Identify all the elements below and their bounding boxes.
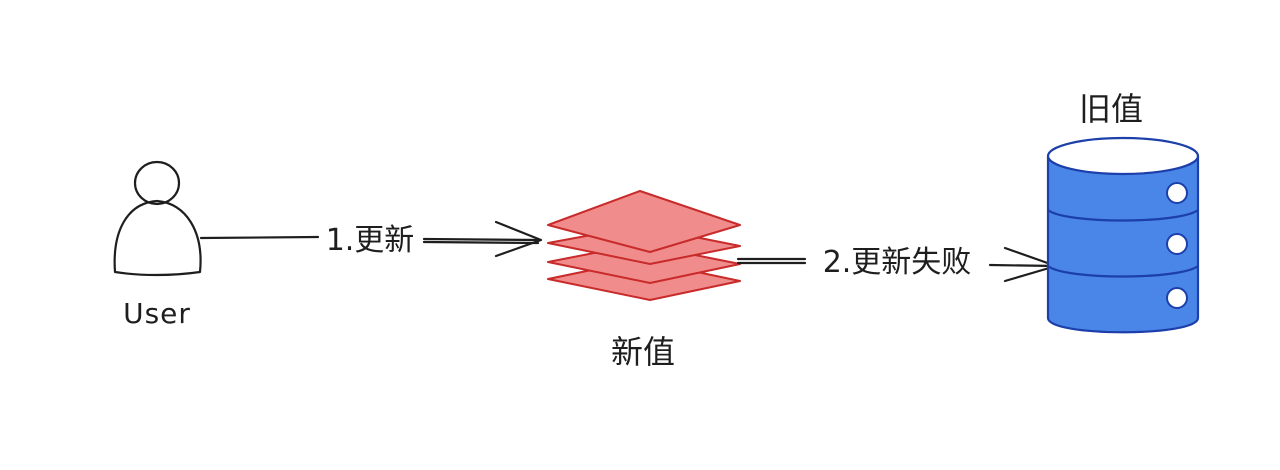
edge-failed-label: 2.更新失败 xyxy=(823,245,972,280)
database-node: 旧值 xyxy=(1046,90,1200,334)
database-indicator-1 xyxy=(1166,182,1188,204)
cache-label: 新值 xyxy=(611,333,675,371)
user-actor: User xyxy=(113,160,202,330)
user-head xyxy=(133,160,181,206)
database-band-2 xyxy=(1047,265,1199,278)
database-label: 旧值 xyxy=(1079,90,1143,128)
edge-update-label: 1.更新 xyxy=(326,223,415,258)
edge-update-line-a xyxy=(199,235,320,240)
edge-update-line-b xyxy=(422,237,542,242)
database-indicator-2 xyxy=(1166,233,1188,255)
database-indicator-3 xyxy=(1166,287,1188,309)
edge-update: 1.更新 xyxy=(199,220,543,258)
user-label: User xyxy=(123,297,191,330)
database-band-1 xyxy=(1047,209,1199,222)
database-body xyxy=(1046,154,1200,334)
edge-failed-line-c xyxy=(988,263,1057,268)
edge-update-line-c xyxy=(422,240,540,245)
user-body xyxy=(113,199,202,277)
edge-update-arrowhead xyxy=(494,220,543,258)
edge-update-failed: 2.更新失败 xyxy=(736,245,1058,283)
database-top xyxy=(1046,136,1200,176)
cache-node: 新值 xyxy=(547,190,741,371)
cache-layer-1 xyxy=(547,190,741,253)
cache-layers xyxy=(547,190,741,301)
